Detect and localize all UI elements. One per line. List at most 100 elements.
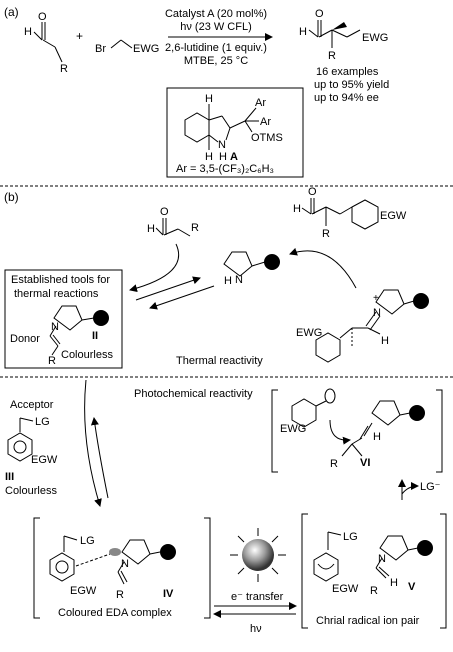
iminium-ball bbox=[413, 293, 429, 309]
enamine-r: R bbox=[48, 355, 56, 367]
eda-egw: EGW bbox=[70, 585, 97, 597]
acceptor-structure bbox=[7, 417, 34, 462]
radical-id: VI bbox=[360, 457, 370, 469]
catalyst-h-top: H bbox=[205, 93, 213, 105]
eda-charge-transfer-line bbox=[75, 553, 111, 567]
radical-coupling-arrow bbox=[329, 419, 351, 445]
eda-r: R bbox=[116, 589, 124, 601]
radical-ball bbox=[409, 405, 425, 421]
product-o: O bbox=[315, 8, 324, 20]
catalyst-ar-2: Ar bbox=[260, 116, 271, 128]
product-b-o: O bbox=[308, 186, 317, 198]
product-b-r: R bbox=[322, 228, 330, 240]
arrow-lg-release bbox=[401, 482, 419, 495]
radical-bracket bbox=[271, 389, 443, 473]
eda-lone-pair bbox=[109, 548, 121, 556]
catalyst-n-h: H bbox=[219, 151, 227, 163]
aldehyde-b-h: H bbox=[147, 223, 155, 235]
iminium-n: N bbox=[373, 307, 381, 319]
aldehyde-b-o: O bbox=[160, 206, 169, 218]
acceptor-id: III bbox=[5, 471, 14, 483]
arrow-to-eda bbox=[84, 379, 102, 507]
rip-lg: LG bbox=[343, 531, 358, 543]
rip-id: V bbox=[408, 581, 416, 593]
product-structure bbox=[308, 20, 361, 48]
donor-label: Donor bbox=[10, 333, 40, 345]
rip-ball bbox=[417, 540, 433, 556]
catalyst-n: N bbox=[218, 139, 226, 151]
rip-r: R bbox=[370, 585, 378, 597]
section-a-label: (a) bbox=[4, 5, 19, 19]
result-examples: 16 examples bbox=[316, 66, 379, 78]
rip-h: H bbox=[390, 577, 398, 589]
catalyst-box bbox=[166, 87, 304, 178]
catalyst-ar-definition: Ar = 3,5-(CF₃)₂C₆H₃ bbox=[176, 163, 274, 175]
reactant-aldehyde bbox=[33, 22, 63, 63]
enamine-ball bbox=[93, 310, 109, 326]
condition-4: MTBE, 25 °C bbox=[184, 55, 248, 67]
catalyst-otms: OTMS bbox=[251, 132, 283, 144]
acceptor-lg: LG bbox=[35, 416, 50, 428]
plus-sign: + bbox=[76, 29, 83, 43]
eda-lg: LG bbox=[80, 535, 95, 547]
condition-2: hν (23 W CFL) bbox=[180, 21, 252, 33]
reactant-aldehyde-o: O bbox=[38, 11, 47, 23]
catalyst-pyr-h: H bbox=[224, 275, 232, 287]
eda-ball bbox=[160, 544, 176, 560]
lg-minus: LG⁻ bbox=[420, 481, 441, 493]
arrow-aldehyde-to-enamine bbox=[129, 243, 180, 293]
enamine-id: II bbox=[92, 330, 98, 342]
iminium-structure bbox=[315, 289, 415, 363]
rip-egw: EGW bbox=[332, 583, 359, 595]
rip-n: N bbox=[378, 553, 386, 565]
radical-h: H bbox=[373, 431, 381, 443]
light-source bbox=[230, 528, 286, 582]
thermal-label: Thermal reactivity bbox=[176, 355, 263, 367]
established-line-1: Established tools for bbox=[11, 274, 110, 286]
iminium-h: H bbox=[381, 335, 389, 347]
catalyst-structure bbox=[184, 104, 259, 150]
established-box bbox=[4, 269, 123, 369]
bromide-chain bbox=[110, 39, 133, 49]
acceptor-label: Acceptor bbox=[10, 399, 54, 411]
condition-3: 2,6-lutidine (1 equiv.) bbox=[165, 42, 267, 54]
result-yield: up to 95% yield bbox=[314, 79, 389, 91]
catalyst-h-bottom: H bbox=[205, 151, 213, 163]
light-bulb bbox=[242, 539, 274, 571]
reactant-aldehyde-h: H bbox=[24, 26, 32, 38]
catalyst-ball bbox=[264, 254, 280, 270]
enamine-structure bbox=[49, 305, 95, 356]
radical-ewg: EWG bbox=[280, 423, 306, 435]
colourless-label-1: Colourless bbox=[61, 349, 113, 361]
acceptor-colourless: Colourless bbox=[5, 485, 57, 497]
condition-1: Catalyst A (20 mol%) bbox=[165, 8, 267, 20]
eda-structure bbox=[49, 535, 161, 585]
rip-bracket bbox=[301, 513, 447, 629]
arrow-eq-forward bbox=[135, 276, 201, 301]
result-ee: up to 94% ee bbox=[314, 92, 379, 104]
product-wedge bbox=[332, 22, 347, 30]
product-r: R bbox=[328, 50, 336, 62]
product-h: H bbox=[299, 26, 307, 38]
aldehyde-b-r: R bbox=[191, 222, 199, 234]
iminium-ewg: EWG bbox=[296, 327, 322, 339]
hv-label: hν bbox=[250, 623, 262, 635]
photochemical-label: Photochemical reactivity bbox=[134, 388, 253, 400]
reactant-aldehyde-r: R bbox=[60, 63, 68, 75]
acceptor-egw: EGW bbox=[31, 454, 58, 466]
arrow-from-eda bbox=[90, 417, 109, 499]
eda-id: IV bbox=[163, 588, 174, 600]
arrow-iminium-to-catalyst bbox=[289, 247, 357, 289]
product-b-egw: EGW bbox=[380, 210, 407, 222]
eda-caption: Coloured EDA complex bbox=[58, 607, 172, 619]
et-label: e⁻ transfer bbox=[231, 591, 284, 603]
aldehyde-b bbox=[155, 218, 191, 237]
bromide-br: Br bbox=[95, 43, 106, 55]
eda-bracket bbox=[33, 517, 211, 619]
rip-structure bbox=[313, 531, 419, 582]
section-b-label: (b) bbox=[4, 190, 19, 204]
product-aldehyde-b bbox=[301, 198, 379, 230]
catalyst-pyr-n: N bbox=[235, 274, 243, 286]
established-line-2: thermal reactions bbox=[14, 288, 99, 300]
